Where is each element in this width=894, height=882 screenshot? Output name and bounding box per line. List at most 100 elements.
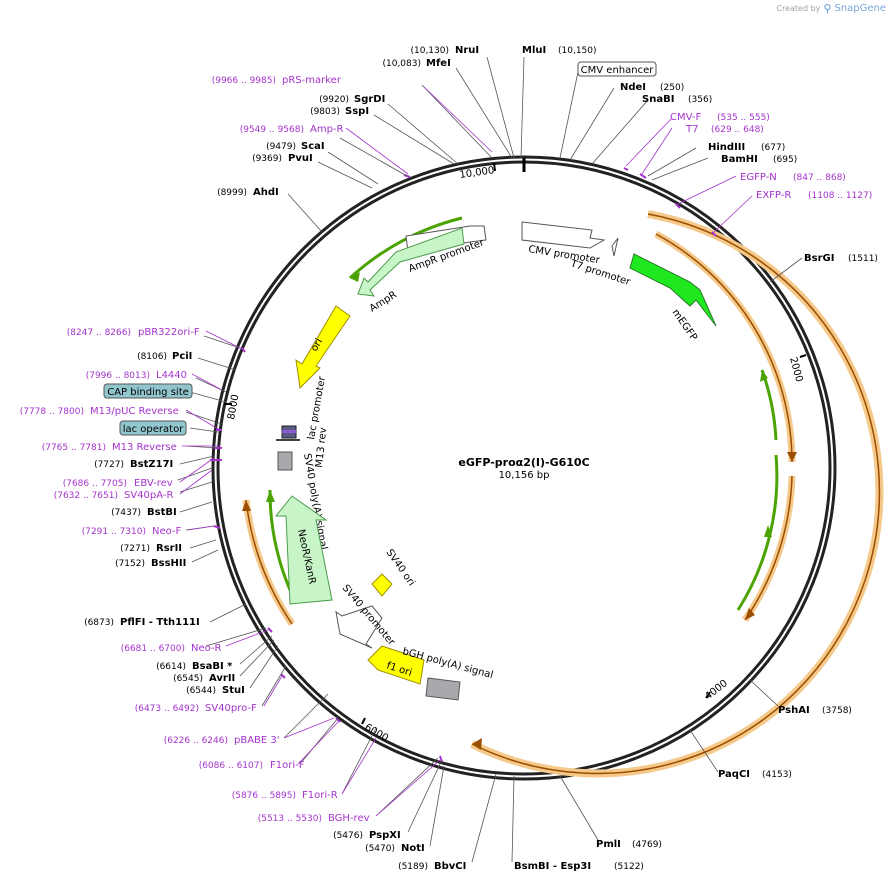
site-ndei[interactable]: NdeI(250) — [620, 82, 684, 93]
site-scai[interactable]: (9479)ScaI — [266, 141, 325, 152]
label-name: BamHI — [721, 154, 758, 165]
site-pcii[interactable]: (8106)PciI — [137, 351, 192, 362]
site-mfei[interactable]: (10,083)MfeI — [382, 58, 450, 69]
site-hindiii[interactable]: HindIII(677) — [708, 142, 785, 153]
primer-t7[interactable]: T7(629 .. 648) — [685, 124, 764, 135]
label-position: (7996 .. 8013) — [86, 371, 150, 381]
cmv-enhancer-box[interactable]: CMV enhancer — [577, 61, 657, 77]
primer-neo-r[interactable]: (6681 .. 6700)Neo-R — [121, 643, 222, 654]
site-bstbi[interactable]: (7437)BstBI — [111, 507, 177, 518]
label-name: PvuI — [288, 153, 313, 164]
feature-label: CAP binding site — [107, 387, 189, 398]
label-name: PshAI — [778, 705, 810, 716]
label-name: EXFP-R — [756, 190, 791, 201]
primer-f1ori-f[interactable]: (6086 .. 6107)F1ori-F — [199, 760, 305, 771]
label-position: (6544) — [186, 686, 216, 696]
label-position: (4153) — [762, 770, 792, 780]
primer-marks — [210, 167, 717, 763]
label-name: SspI — [345, 106, 369, 117]
primer-amp-r[interactable]: (9549 .. 9568)Amp-R — [240, 124, 344, 135]
primer-pbr322ori-f[interactable]: (8247 .. 8266)pBR322ori-F — [67, 327, 200, 338]
site-bbvci[interactable]: (5189)BbvCI — [398, 861, 466, 872]
site-bsrgi[interactable]: BsrGI(1511) — [804, 253, 878, 264]
label-name: Neo-F — [152, 526, 182, 537]
site-pmli[interactable]: PmlI(4769) — [596, 839, 662, 850]
site-ahdi[interactable]: (8999)AhdI — [217, 187, 279, 198]
primer-sv40pa-r[interactable]: (7632 .. 7651)SV40pA-R — [54, 490, 174, 501]
site-rsrii[interactable]: (7271)RsrII — [120, 543, 182, 554]
label-name: ScaI — [301, 141, 325, 152]
label-position: (9549 .. 9568) — [240, 125, 304, 135]
primer-ebv-rev[interactable]: (7686 .. 7705)EBV-rev — [63, 478, 173, 489]
site-nrui[interactable]: (10,130) NruI — [410, 45, 479, 56]
label-name: NruI — [455, 45, 479, 56]
label-position: (9920) — [319, 95, 349, 105]
label-name: L4440 — [156, 370, 187, 381]
site-snabi[interactable]: SnaBI(356) — [642, 94, 712, 105]
feature-neor-kanr[interactable]: NeoR/KanR — [274, 495, 333, 605]
label-position: (629 .. 648) — [711, 125, 764, 135]
site-pvui[interactable]: (9369) PvuI — [252, 153, 313, 164]
label-position: (10,130) — [410, 46, 449, 56]
label-position: (4769) — [632, 840, 662, 850]
site-avrii[interactable]: (6545)AvrII — [173, 673, 235, 684]
label-name: CMV-F — [670, 112, 701, 123]
cap-binding-site-box[interactable]: CAP binding site — [103, 383, 193, 399]
label-name: pBR322ori-F — [138, 327, 200, 338]
feature-ori[interactable]: ori — [295, 305, 351, 390]
label-name: StuI — [222, 685, 245, 696]
feature-cmv-promoter[interactable]: CMV promoter — [521, 221, 606, 266]
primer-m13-puc-reverse[interactable]: (7778 .. 7800)M13/pUC Reverse — [20, 406, 179, 417]
label-position: (7152) — [115, 559, 145, 569]
site-stui[interactable]: (6544) StuI — [186, 685, 245, 696]
label-name: F1ori-F — [270, 760, 305, 771]
label-name: PspXI — [369, 830, 401, 841]
label-name: pBABE 3' — [234, 735, 280, 746]
primer-pbabe-3[interactable]: (6226 .. 6246)pBABE 3' — [164, 735, 280, 746]
primer-f1ori-r[interactable]: (5876 .. 5895)F1ori-R — [232, 790, 338, 801]
label-name: BstZ17I — [130, 459, 173, 470]
primer-bgh-rev[interactable]: (5513 .. 5530)BGH-rev — [258, 813, 370, 824]
orf-band-left — [242, 499, 295, 626]
site-bsabi[interactable]: (6614)BsaBI * — [156, 661, 233, 672]
plasmid-name: eGFP-proα2(I)-G610C — [458, 456, 589, 469]
label-position: (10,083) — [382, 59, 421, 69]
label-position: (7437) — [111, 508, 141, 518]
site-bamhi[interactable]: BamHI(695) — [721, 154, 797, 165]
site-sspi[interactable]: (9803)SspI — [310, 106, 369, 117]
primer-cmv-f[interactable]: CMV-F(535 .. 555) — [670, 112, 770, 123]
feature-f1-ori[interactable]: f1 ori — [367, 645, 425, 685]
primer-egfp-n[interactable]: EGFP-N(847 .. 868) — [740, 172, 846, 183]
site-paqci[interactable]: PaqCI(4153) — [718, 769, 792, 780]
primer-sv40pro-f[interactable]: (6473 .. 6492)SV40pro-F — [135, 703, 257, 714]
primer-neo-f[interactable]: (7291 .. 7310) Neo-F — [82, 526, 182, 537]
site-sgrdi[interactable]: (9920)SgrDI — [319, 94, 385, 105]
site-pflfi[interactable]: (6873)PflFI - Tth111I — [84, 617, 200, 628]
site-bstz17i[interactable]: (7727)BstZ17I — [94, 459, 173, 470]
feature-label: CMV enhancer — [581, 65, 655, 76]
site-mlui[interactable]: MluI(10,150) — [522, 45, 597, 56]
label-position: (5122) — [614, 862, 644, 872]
label-position: (847 .. 868) — [793, 173, 846, 183]
label-position: (250) — [660, 83, 684, 93]
site-bsshii[interactable]: (7152)BssHII — [115, 558, 186, 569]
site-noti[interactable]: (5470)NotI — [365, 843, 425, 854]
primer-exfp-r[interactable]: EXFP-R(1108 .. 1127) — [756, 190, 872, 201]
label-name: pRS-marker — [282, 75, 342, 86]
primer-l4440[interactable]: (7996 .. 8013) L4440 — [86, 370, 187, 381]
site-bsmbi[interactable]: BsmBI - Esp3I(5122) — [514, 861, 644, 872]
label-position: (1511) — [848, 254, 878, 264]
primer-m13-reverse[interactable]: (7765 .. 7781)M13 Reverse — [42, 442, 177, 453]
feature-sv40-ori[interactable]: SV40 ori — [371, 547, 417, 597]
label-position: (7291 .. 7310) — [82, 527, 146, 537]
feature-sv40-promoter[interactable]: SV40 promoter — [335, 583, 397, 649]
site-pshai[interactable]: PshAI(3758) — [778, 705, 852, 716]
label-name: M13/pUC Reverse — [90, 406, 179, 417]
label-name: F1ori-R — [302, 790, 338, 801]
site-pspxi[interactable]: (5476)PspXI — [333, 830, 401, 841]
label-name: Neo-R — [191, 643, 222, 654]
primer-prs-marker[interactable]: (9966 .. 9985)pRS-marker — [212, 75, 342, 86]
lac-operator-box[interactable]: lac operator — [119, 420, 187, 436]
label-name: RsrII — [156, 543, 182, 554]
label-position: (9369) — [252, 154, 282, 164]
